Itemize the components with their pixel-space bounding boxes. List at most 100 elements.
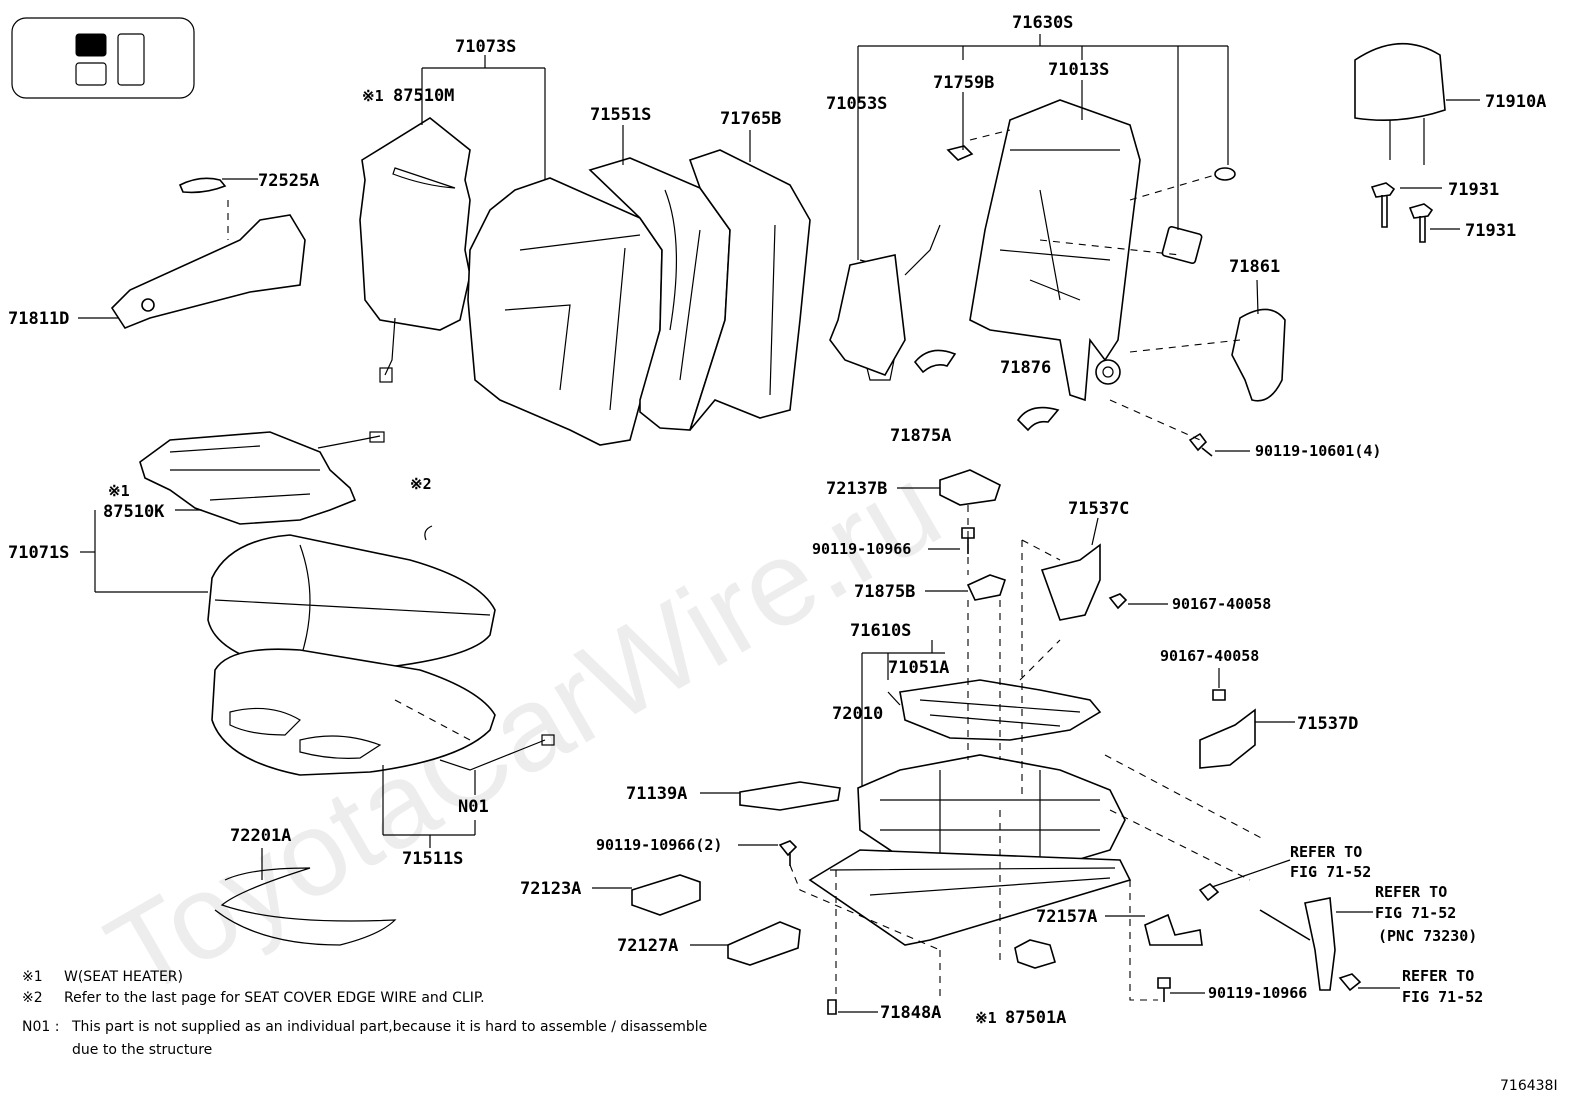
label-71931-b: 71931 [1465, 221, 1516, 241]
leader-71073S [421, 55, 546, 180]
part-71053S-shape [829, 175, 941, 381]
note2-mark: ※2 [22, 990, 43, 1006]
leader-71630S [857, 34, 1229, 230]
label-71848A: 71848A [880, 1003, 941, 1023]
label-90119-10966-a: 90119-10966 [812, 540, 911, 558]
label-71931-a: 71931 [1448, 180, 1499, 200]
bolt-90119-10601 [1188, 432, 1213, 457]
note3-text2: due to the structure [72, 1042, 212, 1058]
note1-mark: ※1 [22, 969, 43, 985]
note2-text: Refer to the last page for SEAT COVER ED… [64, 990, 485, 1006]
part-72201A-shape [214, 867, 397, 946]
part-71811D-shape [110, 214, 306, 329]
part-71511S-shape [211, 648, 555, 776]
part-71537D-shape [1199, 708, 1256, 769]
part-71537C-shape [1040, 543, 1101, 621]
label-71071S: 71071S [8, 543, 69, 563]
part-71013S-shape [969, 99, 1141, 402]
label-87501A: 87501A [1005, 1008, 1066, 1028]
label-71875B: 71875B [854, 582, 915, 602]
seat-position-icon [11, 17, 195, 99]
label-71759B: 71759B [933, 73, 994, 93]
part-72127A-shape [727, 921, 801, 966]
part-71139A-shape [739, 781, 841, 811]
bolt-71848A [827, 999, 837, 1015]
label-90119-10966-2: 90119-10966(2) [596, 836, 722, 854]
label-71537C: 71537C [1068, 499, 1129, 519]
seat-rails-shape [808, 849, 1132, 946]
refer2-line1: REFER TO [1375, 883, 1447, 901]
diagram-id: 716438I [1500, 1078, 1558, 1094]
label-90167-40058-a: 90167-40058 [1172, 595, 1271, 613]
label-71073S: 71073S [455, 37, 516, 57]
label-71910A: 71910A [1485, 92, 1546, 112]
label-72123A: 72123A [520, 879, 581, 899]
label-N01: N01 [458, 797, 489, 817]
part-72525A-shape [178, 177, 229, 240]
part-87510M-shape [359, 117, 471, 383]
label-71013S: 71013S [1048, 60, 1109, 80]
part-71875A-shape [913, 349, 957, 374]
bolt-90119-10966b [1157, 977, 1171, 1002]
part-72157A-shape [1144, 913, 1203, 946]
label-71861: 71861 [1229, 257, 1280, 277]
part-87510K-shape [139, 431, 385, 525]
part-refer-nut [1338, 973, 1362, 992]
part-71765B-shape [688, 149, 811, 431]
part-buckle-shape [1259, 897, 1336, 991]
label-72525A: 72525A [258, 171, 319, 191]
part-71071S-shape [207, 534, 496, 671]
mark-87501A: ※1 [975, 1009, 997, 1027]
label-90119-10601: 90119-10601(4) [1255, 442, 1381, 460]
part-71759B-shape [946, 145, 974, 161]
mark-clip: ※2 [410, 475, 432, 493]
part-72123A-shape [631, 874, 701, 916]
note3-text: This part is not supplied as an individu… [71, 1019, 707, 1035]
label-71051A: 71051A [888, 658, 949, 678]
part-71931-shapes [1370, 182, 1434, 243]
bolt-90167-40058a [1108, 593, 1128, 610]
refer2-line2: FIG 71-52 [1375, 904, 1456, 922]
part-71861-shape [1231, 308, 1286, 402]
part-71610S-frame [861, 640, 945, 790]
label-71811D: 71811D [8, 309, 69, 329]
label-71551S: 71551S [590, 105, 651, 125]
label-72127A: 72127A [617, 936, 678, 956]
refer1-line2: FIG 71-52 [1290, 863, 1371, 881]
label-72157A: 72157A [1036, 907, 1097, 927]
label-72137B: 72137B [826, 479, 887, 499]
label-71537D: 71537D [1297, 714, 1358, 734]
part-refer-clip [1198, 882, 1220, 902]
label-90167-40058-b: 90167-40058 [1160, 647, 1259, 665]
part-71876-shape [1016, 406, 1060, 432]
label-71876: 71876 [1000, 358, 1051, 378]
label-72201A: 72201A [230, 826, 291, 846]
label-71139A: 71139A [626, 784, 687, 804]
label-71630S: 71630S [1012, 13, 1073, 33]
mark-87510K: ※1 [108, 482, 130, 500]
refer3-line2: FIG 71-52 [1402, 988, 1483, 1006]
label-71610S: 71610S [850, 621, 911, 641]
part-71073S-shape [467, 177, 663, 446]
label-87510M: 87510M [393, 86, 454, 106]
note3-mark: N01 : [22, 1019, 59, 1035]
refer2-line3: (PNC 73230) [1378, 927, 1477, 945]
refer1-line1: REFER TO [1290, 843, 1362, 861]
mark-87510M: ※1 [362, 87, 384, 105]
note1-text: W(SEAT HEATER) [64, 969, 183, 985]
clip-shape [424, 525, 433, 541]
label-72010: 72010 [832, 704, 883, 724]
bolt-90119-10966-2 [778, 840, 798, 866]
label-71511S: 71511S [402, 849, 463, 869]
label-71875A: 71875A [890, 426, 951, 446]
label-71765B: 71765B [720, 109, 781, 129]
bolt-90167-40058b [1212, 689, 1226, 701]
label-90119-10966-b: 90119-10966 [1208, 984, 1307, 1002]
label-71053S: 71053S [826, 94, 887, 114]
part-72137B-shape [939, 469, 1001, 506]
refer3-line1: REFER TO [1402, 967, 1474, 985]
part-block-shape [1161, 225, 1203, 265]
part-ring-shape [1214, 167, 1236, 181]
